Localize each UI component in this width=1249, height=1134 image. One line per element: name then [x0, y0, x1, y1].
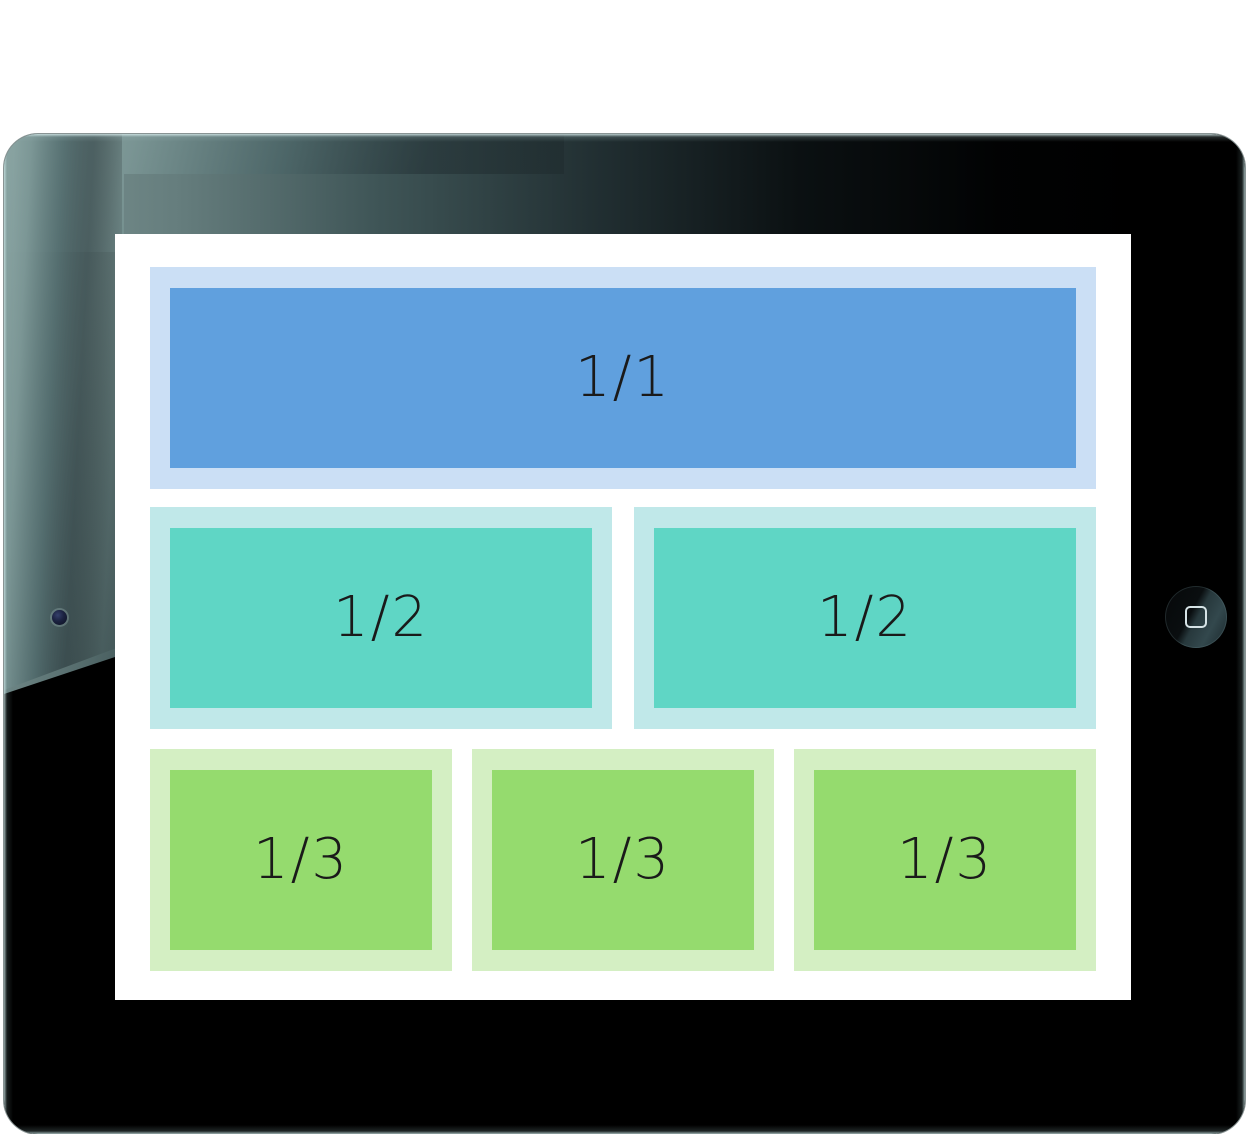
- grid-row-thirds: 1/3 1/3 1/3: [150, 749, 1096, 971]
- screenshot-stage: 1/1 1/2 1/2: [4, 134, 1245, 1134]
- home-button-square-glyph: [1185, 606, 1207, 628]
- grid-row-halves: 1/2 1/2: [150, 507, 1096, 729]
- camera-dot-icon: [52, 610, 67, 625]
- grid-cell-1-2-b[interactable]: 1/2: [634, 507, 1096, 729]
- grid-cell-inner: 1/1: [170, 288, 1076, 468]
- grid-layout-demo: 1/1 1/2 1/2: [150, 267, 1096, 971]
- grid-cell-1-2-a[interactable]: 1/2: [150, 507, 612, 729]
- grid-cell-1-3-b[interactable]: 1/3: [472, 749, 774, 971]
- grid-cell-inner: 1/3: [814, 770, 1076, 950]
- grid-cell-inner: 1/3: [492, 770, 754, 950]
- grid-row-full: 1/1: [150, 267, 1096, 489]
- grid-cell-label: 1/3: [574, 827, 672, 892]
- tablet-screen: 1/1 1/2 1/2: [115, 234, 1131, 1000]
- grid-cell-1-1[interactable]: 1/1: [150, 267, 1096, 489]
- grid-cell-label: 1/2: [332, 585, 430, 650]
- home-button-icon[interactable]: [1165, 586, 1227, 648]
- grid-cell-inner: 1/3: [170, 770, 432, 950]
- grid-cell-label: 1/3: [252, 827, 350, 892]
- grid-cell-inner: 1/2: [654, 528, 1076, 708]
- grid-cell-label: 1/2: [816, 585, 914, 650]
- grid-cell-label: 1/1: [574, 345, 672, 410]
- grid-cell-label: 1/3: [896, 827, 994, 892]
- tablet-device: 1/1 1/2 1/2: [4, 134, 1245, 1134]
- grid-cell-1-3-a[interactable]: 1/3: [150, 749, 452, 971]
- grid-cell-1-3-c[interactable]: 1/3: [794, 749, 1096, 971]
- grid-cell-inner: 1/2: [170, 528, 592, 708]
